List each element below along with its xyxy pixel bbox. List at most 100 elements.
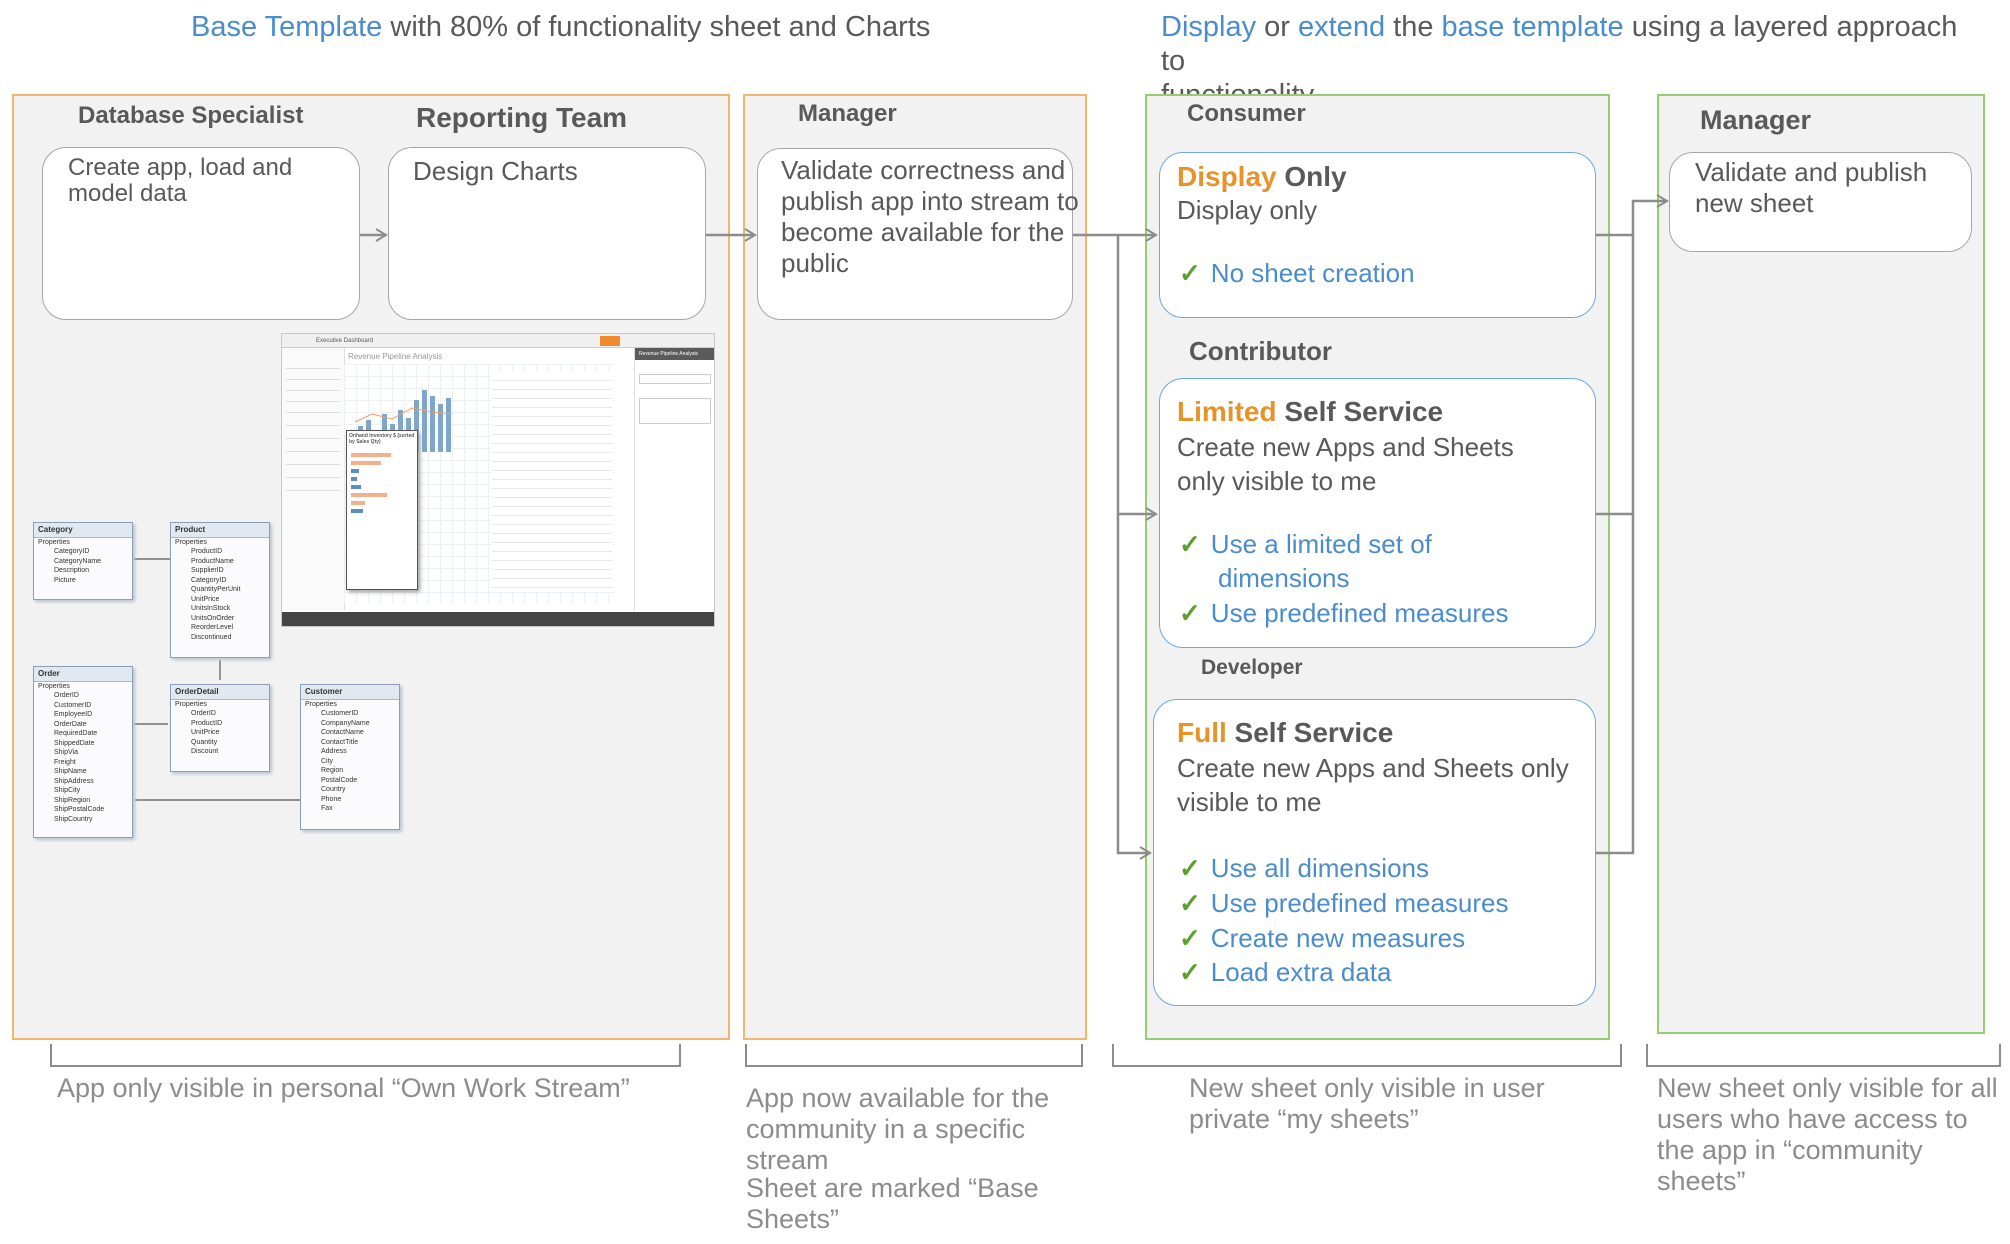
schema-field: Fax <box>321 805 333 812</box>
full-title: Full Self Service <box>1177 717 1393 749</box>
schema-field: Address <box>321 748 347 755</box>
schema-field: OrderID <box>191 710 216 717</box>
bracket-lane3 <box>1112 1044 1622 1067</box>
schema-field: Region <box>321 767 344 774</box>
display-accent: Display <box>1177 161 1277 192</box>
bullet-predefined-measures: ✓Use predefined measures <box>1179 596 1509 630</box>
card-validate-publish-sheet-text: Validate and publish new sheet <box>1695 157 1928 218</box>
screenshot-popup: Onhand Inventory $ (sorted by Sales Qty) <box>346 430 418 590</box>
schema-field: QuantityPerUnit <box>191 586 241 593</box>
schema-field: UnitPrice <box>191 729 220 736</box>
full-desc-line2: visible to me <box>1177 787 1322 817</box>
screenshot-bottom-bar <box>282 612 714 626</box>
header-right-or: or <box>1256 11 1298 43</box>
schema-table-customer: Customer Properties CustomerID CompanyNam… <box>300 684 400 830</box>
bullet-text: Use all dimensions <box>1210 853 1430 883</box>
limited-rest: Self Service <box>1276 396 1444 427</box>
screenshot-popup-title: Onhand Inventory $ (sorted by Sales Qty) <box>349 433 415 445</box>
card-validate-publish-app-text: Validate correctness and publish app int… <box>781 155 1079 278</box>
schema-field: UnitsOnOrder <box>191 614 235 622</box>
header-left-text: with 80% of functionality sheet and Char… <box>382 11 931 43</box>
schema-field: ShipPostalCode <box>54 806 105 813</box>
title-consumer: Consumer <box>1187 100 1306 127</box>
schema-field: ShipCity <box>54 787 81 794</box>
display-rest: Only <box>1276 161 1347 192</box>
schema-field: Freight <box>54 758 76 766</box>
screenshot-table <box>492 372 612 592</box>
schema-field: Description <box>54 567 90 574</box>
schema-field: Discontinued <box>191 633 232 641</box>
check-icon: ✓ <box>1179 258 1201 288</box>
schema-field: City <box>321 757 334 765</box>
schema-field: ProductName <box>191 557 234 565</box>
line-limited-to-manager <box>1596 235 1635 516</box>
card-display-only: Display Only Display only ✓ No sheet crea… <box>1159 152 1596 318</box>
footer-lane1: App only visible in personal “Own Work S… <box>57 1073 630 1103</box>
bullet-load-extra-data: ✓Load extra data <box>1179 955 1392 989</box>
full-desc: Create new Apps and Sheets only visible t… <box>1177 751 1569 819</box>
title-contributor: Contributor <box>1189 336 1332 366</box>
screenshot-sheet-title: Revenue Pipeline Analysis <box>348 352 443 361</box>
schema-field: Picture <box>54 576 76 584</box>
schema-orderdetail-props: Properties <box>175 701 207 708</box>
schema-customer-title: Customer <box>301 685 399 700</box>
footer-lane3: New sheet only visible in user private “… <box>1189 1073 1545 1134</box>
schema-field: ShipCountry <box>54 815 93 823</box>
full-rest: Self Service <box>1226 717 1394 748</box>
footer-lane2-line1: App now available for the community in a… <box>746 1083 1050 1175</box>
title-database-specialist: Database Specialist <box>78 102 304 129</box>
schema-field: CustomerID <box>321 710 359 717</box>
bullet-text: Use predefined measures <box>1210 598 1509 628</box>
check-icon: ✓ <box>1179 853 1201 883</box>
bullet-text: Create new measures <box>1210 923 1466 953</box>
app-screenshot: Executive Dashboard Revenue Pipeline Ana… <box>281 333 715 627</box>
header-left-accent: Base Template <box>191 11 383 43</box>
schema-customer-props: Properties <box>305 701 337 708</box>
schema-field: CompanyName <box>321 719 370 727</box>
title-developer: Developer <box>1201 656 1303 679</box>
card-full-self-service: Full Self Service Create new Apps and Sh… <box>1153 699 1596 1006</box>
schema-field: CategoryID <box>191 576 227 584</box>
schema-product-props: Properties <box>175 539 207 546</box>
schema-field: ShipAddress <box>54 777 94 785</box>
check-icon: ✓ <box>1179 529 1201 559</box>
limited-accent: Limited <box>1177 396 1277 427</box>
schema-field: PostalCode <box>321 776 358 784</box>
limited-desc-line2: only visible to me <box>1177 466 1377 496</box>
display-only-desc: Display only <box>1177 195 1318 225</box>
header-right-base-template: base template <box>1441 11 1624 43</box>
bullet-text: No sheet creation <box>1210 258 1415 288</box>
screenshot-right-panel: Revenue Pipeline Analysis <box>634 348 714 610</box>
line-full-to-manager <box>1596 514 1635 855</box>
schema-field: Phone <box>321 795 342 803</box>
check-icon: ✓ <box>1179 957 1201 987</box>
limited-desc-line1: Create new Apps and Sheets <box>1177 432 1514 462</box>
schema-field: ShipRegion <box>54 796 91 804</box>
bullet-predefined-measures-full: ✓Use predefined measures <box>1179 886 1509 920</box>
schema-order-title: Order <box>34 667 132 682</box>
bullet-all-dimensions: ✓ Use all dimensions <box>1179 851 1429 885</box>
bullet-no-sheet: ✓ No sheet creation <box>1179 256 1415 290</box>
header-right-display: Display <box>1161 11 1257 43</box>
arrow-manager-to-full <box>1116 514 1152 860</box>
screenshot-toolbar: Executive Dashboard <box>282 334 714 348</box>
header-right-the: the <box>1385 11 1442 43</box>
header-right-extend: extend <box>1298 11 1386 43</box>
schema-field: Discount <box>191 748 219 755</box>
full-desc-line1: Create new Apps and Sheets only <box>1177 753 1569 783</box>
schema-field: ProductID <box>191 719 223 727</box>
card-create-app: Create app, load and model data <box>42 147 360 320</box>
bracket-lane1 <box>50 1044 681 1067</box>
check-icon: ✓ <box>1179 923 1201 953</box>
bullet-create-measures: ✓ Create new measures <box>1179 921 1465 955</box>
display-only-title: Display Only <box>1177 161 1347 193</box>
card-design-charts: Design Charts <box>388 147 706 320</box>
